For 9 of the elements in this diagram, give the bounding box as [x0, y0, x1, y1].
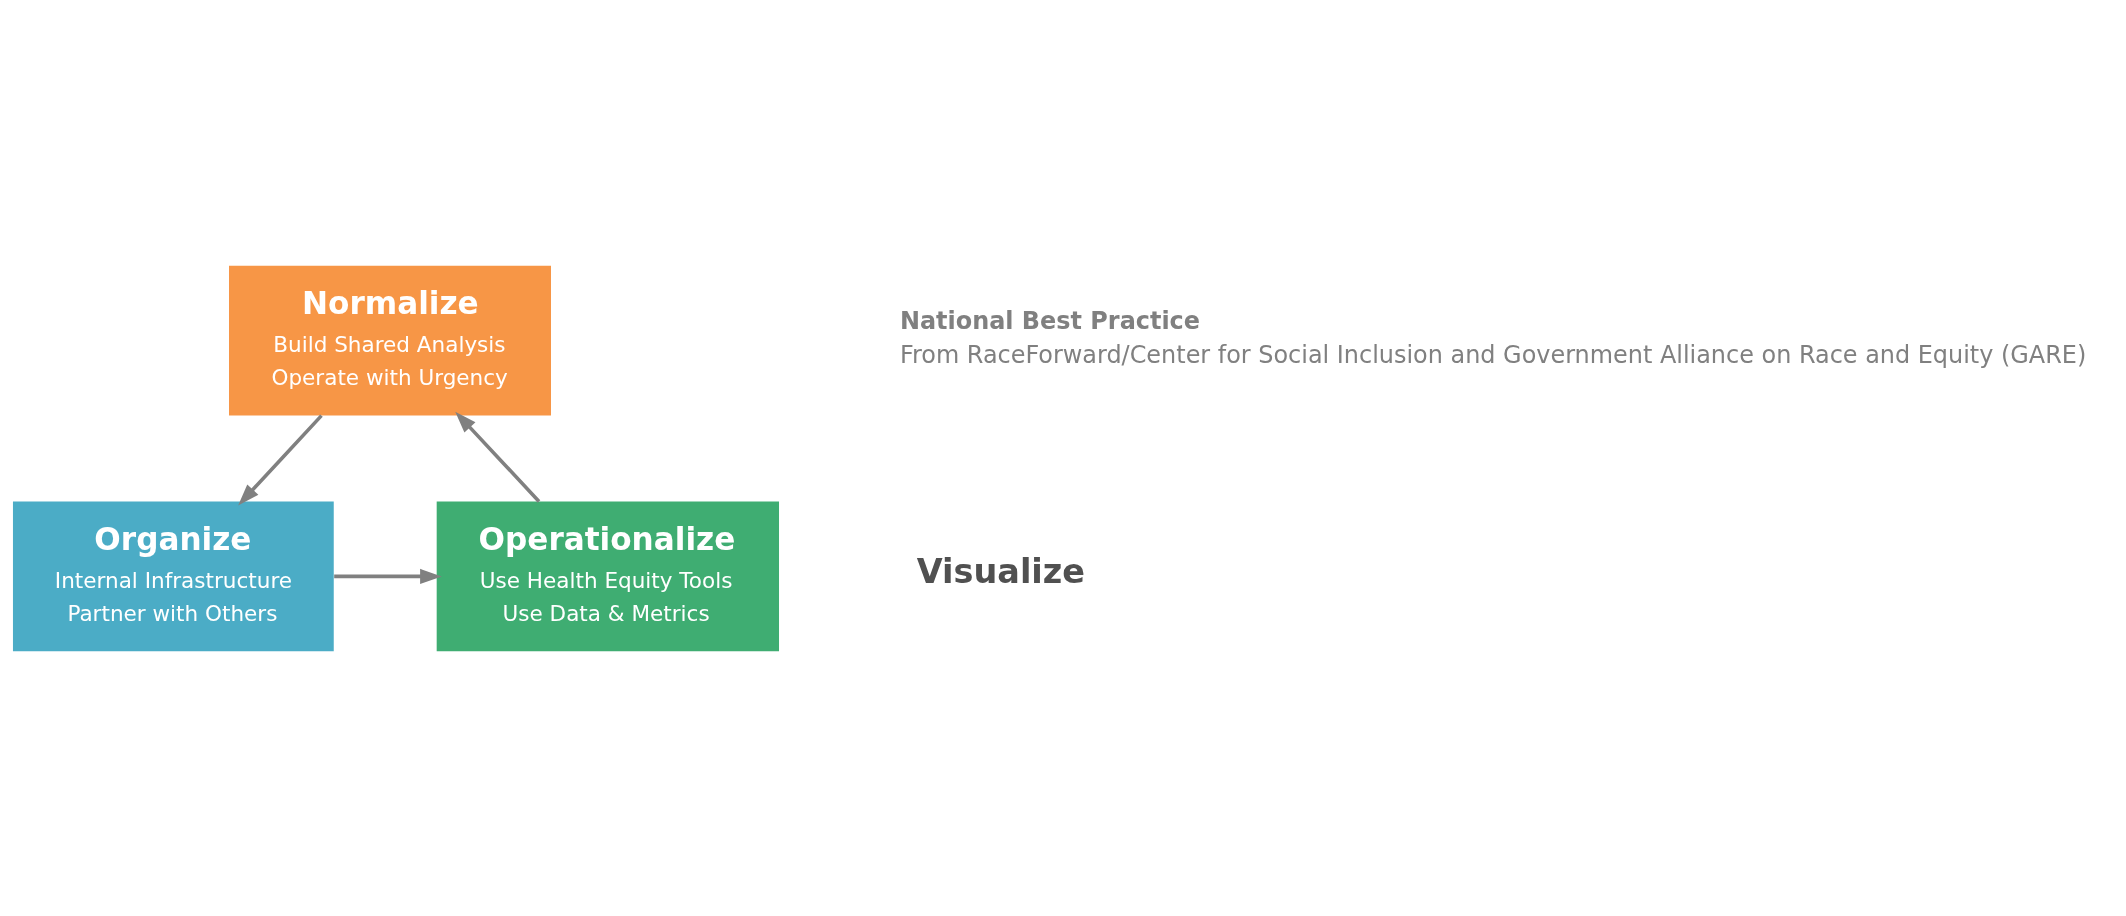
node-box: Normalize Build Shared Analysis Operate with Urgency: [229, 265, 551, 415]
arrow: [238, 413, 323, 505]
label: National Best Practice: [899, 306, 1201, 335]
label: From RaceForward/Center for Social Inclusion and Government Alliance on Race and Equity (GARE): [899, 340, 2087, 369]
node-box: Operationalize Use Health Equity Tools Use Data & Metrics: [436, 501, 779, 651]
node-box: Organize Internal Infrastructure Partner with Others: [12, 501, 334, 651]
label: Visualize: [916, 551, 1086, 591]
arrow: [455, 411, 541, 503]
arrow: [334, 568, 442, 584]
